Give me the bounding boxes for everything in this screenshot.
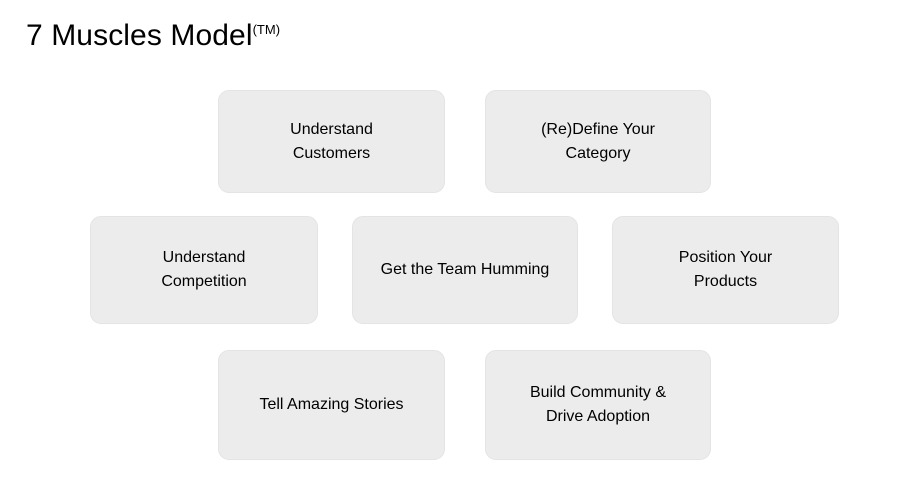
muscle-box-label: Get the Team Humming	[380, 261, 550, 278]
muscle-box-label: Understand Customers	[290, 120, 373, 162]
muscle-box-get-the-team-humming[interactable]: Get the Team Humming	[352, 216, 578, 324]
muscle-box-label: Understand Competition	[161, 249, 247, 290]
muscle-box-label: Build Community & Drive Adoption	[529, 384, 667, 425]
muscle-box-label: Tell Amazing Stories	[259, 396, 404, 413]
muscle-box-position-your-products[interactable]: Position Your Products	[612, 216, 839, 324]
muscle-box-understand-competition[interactable]: Understand Competition	[90, 216, 318, 324]
muscle-box-tell-amazing-stories[interactable]: Tell Amazing Stories	[218, 350, 445, 460]
muscle-box-redefine-category[interactable]: (Re)Define Your Category	[485, 90, 711, 193]
muscle-box-label: Position Your Products	[678, 249, 773, 290]
page-title-text: 7 Muscles Model	[26, 19, 253, 52]
muscle-box-label: (Re)Define Your Category	[541, 120, 655, 162]
trademark-superscript: (TM)	[252, 22, 281, 37]
muscle-box-build-community-drive-adoption[interactable]: Build Community & Drive Adoption	[485, 350, 711, 460]
muscle-box-understand-customers[interactable]: Understand Customers	[218, 90, 445, 193]
page-title: 7 Muscles Model(TM)	[26, 18, 280, 54]
